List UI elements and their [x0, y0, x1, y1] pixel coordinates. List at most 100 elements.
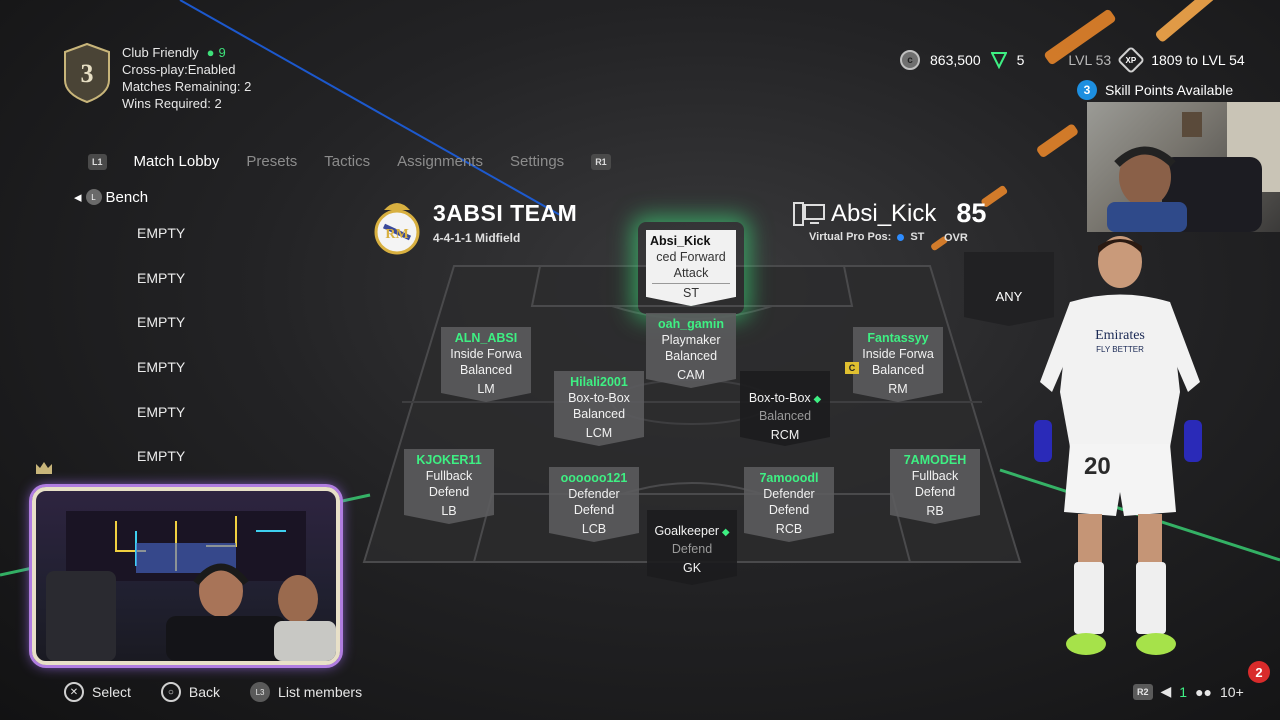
player-name: 7AMODEH — [903, 453, 967, 467]
player-card-cam[interactable]: oah_gamin Playmaker Balanced CAM — [646, 313, 736, 388]
plus-icon: ◆ — [810, 394, 822, 405]
pro-ovr-value: 85 — [956, 198, 987, 228]
r2-button-icon: R2 — [1133, 683, 1153, 700]
select-label[interactable]: Select — [92, 684, 131, 700]
match-info: Club Friendly ● 9 Cross-play:Enabled Mat… — [122, 44, 251, 112]
player-position: LM — [477, 382, 495, 396]
left-stick-icon: L — [85, 189, 102, 205]
player-name: oah_gamin — [658, 317, 724, 331]
pro-position-any-card[interactable]: ANY — [964, 252, 1054, 326]
player-style: Balanced — [758, 409, 812, 423]
r1-button-icon[interactable]: R1 — [591, 153, 611, 170]
player-style: Balanced — [664, 349, 718, 363]
player-card-lcb[interactable]: oooooo121 Defender Defend LCB — [549, 467, 639, 542]
notification-badge[interactable]: 2 — [1248, 661, 1270, 683]
bench-slot[interactable]: EMPTY — [137, 448, 186, 464]
captain-badge: C — [845, 362, 859, 374]
webcam-overlay-top — [1087, 102, 1280, 232]
player-style: Defend — [428, 485, 470, 499]
player-position: RCM — [770, 428, 800, 442]
xp-progress-text: 1809 to LVL 54 — [1151, 52, 1245, 68]
player-name — [740, 374, 830, 390]
kit-number: 20 — [1084, 453, 1111, 480]
bench-slot[interactable]: EMPTY — [137, 359, 186, 375]
bench-header[interactable]: ◂ L Bench — [74, 188, 149, 207]
ovr-label: OVR — [944, 232, 968, 244]
xp-icon: XP — [1117, 45, 1146, 75]
currency-stats: c 863,500 5 LVL 53 XP 1809 to LVL 54 — [900, 45, 1245, 75]
back-label[interactable]: Back — [188, 684, 221, 700]
player-style: Defend — [768, 503, 810, 517]
pro-player-model: Emirates FLY BETTER 20 — [1034, 236, 1202, 655]
player-card-lcm[interactable]: Hilali2001 Box-to-Box Balanced LCM — [554, 371, 644, 446]
voice-count: 1 — [1179, 683, 1188, 700]
crossplay-status: Cross-play:Enabled — [122, 62, 236, 77]
player-role: Playmaker — [661, 333, 721, 347]
bench-slot[interactable]: EMPTY — [137, 314, 186, 330]
bench-slot[interactable]: EMPTY — [137, 270, 186, 286]
party-icon[interactable]: ●● — [1195, 683, 1213, 700]
position-dot-icon — [897, 233, 905, 241]
player-style: Balanced — [459, 363, 513, 377]
player-style: Balanced — [871, 363, 925, 377]
player-position: RCB — [775, 522, 803, 536]
person-icon: ● — [206, 45, 215, 60]
player-role: Box-to-Box ◆ — [748, 391, 822, 405]
pro-player-name: Absi_Kick — [831, 199, 937, 227]
player-card-lm[interactable]: ALN_ABSI Inside Forwa Balanced LM — [441, 327, 531, 402]
party-count: 10+ — [1220, 683, 1244, 700]
webcam-streamers-image — [46, 511, 336, 661]
bench-slot[interactable]: EMPTY — [137, 404, 186, 420]
player-name: 7amooodl — [759, 471, 819, 485]
player-card-st[interactable]: Absi_Kick ced Forward Attack ST — [646, 230, 736, 306]
tab-tactics[interactable]: Tactics — [324, 153, 371, 170]
player-card-lb[interactable]: KJOKER11 Fullback Defend LB — [404, 449, 494, 524]
player-position: RB — [926, 504, 944, 518]
webcam-person-image — [1107, 102, 1280, 232]
player-card-rcb[interactable]: 7amooodl Defender Defend RCB — [744, 467, 834, 542]
tab-settings[interactable]: Settings — [509, 153, 565, 170]
player-role: Inside Forwa — [862, 347, 934, 361]
l3-button-icon: L3 — [250, 682, 271, 702]
player-name: Hilali2001 — [570, 375, 628, 389]
plus-icon: ◆ — [719, 527, 730, 538]
shield-count: 5 — [1016, 52, 1025, 68]
cross-button-icon: ✕ — [64, 682, 84, 702]
l1-button-icon[interactable]: L1 — [88, 153, 107, 170]
coin-count: 863,500 — [930, 52, 981, 68]
tab-assignments[interactable]: Assignments — [397, 153, 483, 170]
bench-title: Bench — [105, 188, 149, 206]
controller-footer: ✕ Select ○ Back L3 List members — [64, 682, 362, 702]
player-position: LB — [441, 504, 457, 518]
player-card-gk[interactable]: Goalkeeper ◆ Defend GK — [647, 510, 737, 585]
player-name: Fantassyy — [867, 331, 929, 345]
shield-icon — [990, 52, 1007, 69]
player-card-rm[interactable]: Fantassyy Inside Forwa Balanced RM — [853, 327, 943, 402]
player-card-rb[interactable]: 7AMODEH Fullback Defend RB — [890, 449, 980, 524]
circle-button-icon: ○ — [160, 682, 181, 702]
player-position: ST — [652, 283, 730, 301]
webcam-overlay-bottom — [32, 487, 340, 665]
matches-remaining: Matches Remaining: 2 — [122, 79, 252, 94]
crown-icon — [36, 462, 52, 474]
club-crest-icon: RM — [374, 203, 420, 255]
player-style: Balanced — [572, 407, 626, 421]
player-card-rcm[interactable]: Box-to-Box ◆ Balanced RCM — [740, 371, 830, 446]
player-style: Defend — [914, 485, 956, 499]
kit-slogan: FLY BETTER — [1096, 345, 1144, 354]
team-name: 3ABSI TEAM — [433, 200, 578, 226]
speaker-icon[interactable]: ◀ — [1160, 683, 1172, 699]
list-members-label[interactable]: List members — [278, 684, 363, 700]
player-style: Defend — [671, 542, 713, 556]
player-name: KJOKER11 — [416, 453, 482, 467]
player-style: Attack — [673, 266, 709, 280]
player-style: Defend — [573, 503, 615, 517]
tab-match-lobby[interactable]: Match Lobby — [133, 153, 220, 170]
player-name: Absi_Kick — [650, 234, 711, 248]
player-role: Inside Forwa — [450, 347, 522, 361]
any-label: ANY — [995, 288, 1023, 304]
pc-platform-icon — [793, 201, 825, 226]
tab-presets[interactable]: Presets — [246, 153, 298, 170]
bench-slot[interactable]: EMPTY — [137, 225, 186, 241]
player-position: LCM — [585, 426, 613, 440]
